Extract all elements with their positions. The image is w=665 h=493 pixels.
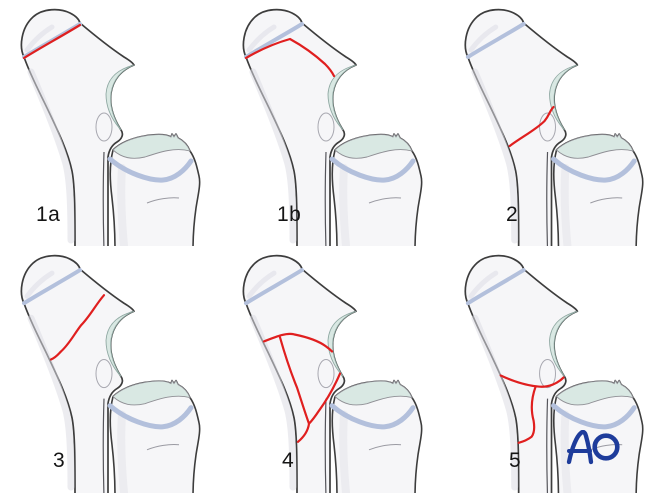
panel-label: 4 — [282, 449, 295, 472]
panel-5: 5 — [444, 246, 665, 493]
panel-label: 5 — [509, 449, 522, 472]
fracture-line — [499, 374, 565, 444]
bone-illustration — [444, 246, 665, 493]
bone-illustration — [0, 0, 222, 246]
bone-illustration — [222, 246, 444, 493]
fracture-line — [262, 332, 342, 443]
panel-label: 2 — [506, 203, 519, 226]
fracture-line — [244, 37, 336, 78]
bone-illustration — [222, 0, 444, 246]
bone-illustration — [0, 246, 222, 493]
panel-label: 3 — [53, 449, 66, 472]
panel-3: 3 — [0, 246, 222, 493]
ao-logo-letter-a — [566, 430, 594, 465]
panel-label: 1b — [277, 203, 302, 226]
ao-logo — [566, 430, 620, 465]
panel-1b: 1b — [222, 0, 444, 246]
fracture-line — [49, 294, 106, 361]
panel-label: 1a — [36, 203, 61, 226]
ao-logo-letter-o — [592, 433, 620, 461]
bone-illustration — [444, 0, 665, 246]
fracture-line — [508, 105, 555, 148]
panel-1a: 1a — [0, 0, 222, 246]
panel-4: 4 — [222, 246, 444, 493]
fracture-line — [22, 23, 82, 60]
panel-2: 2 — [444, 0, 665, 246]
